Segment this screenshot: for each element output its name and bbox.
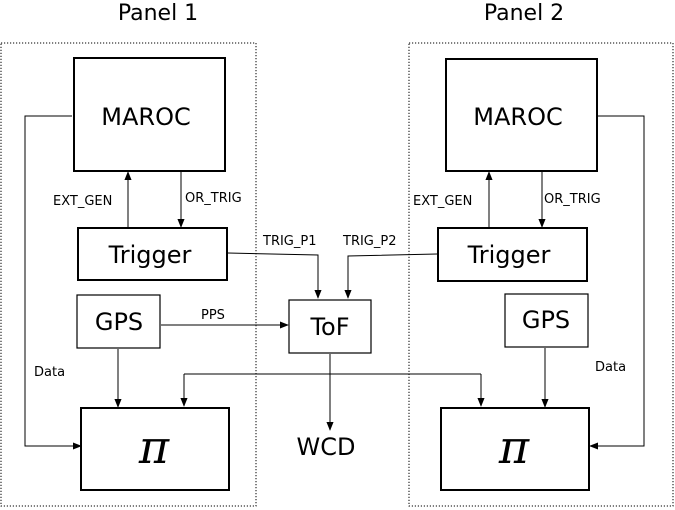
panel-2-pi-block: π (440, 407, 590, 491)
panel-1-gps-label: GPS (95, 308, 143, 336)
panel-2-trigger-label: Trigger (467, 241, 551, 269)
trig-p1-line (227, 252, 322, 299)
panel-1-trigger-block: Trigger (77, 227, 228, 281)
panel-2-ext-gen-label: EXT_GEN (413, 194, 472, 209)
panel-2-title: Panel 2 (484, 1, 564, 26)
trig-p2-label: TRIG_P2 (342, 234, 397, 249)
pps-label: PPS (201, 308, 225, 323)
tof-label: ToF (309, 313, 349, 341)
tof-block: ToF (288, 299, 372, 354)
panel-1-pi-symbol: π (138, 420, 170, 474)
panel-2-maroc-label: MAROC (473, 103, 562, 131)
panel-2-gps-label: GPS (522, 306, 570, 334)
panel-2-frame (408, 42, 674, 507)
panel-2-data-line (589, 115, 645, 450)
panel-1-frame (0, 42, 257, 507)
panel-1-trigger-label: Trigger (108, 241, 192, 269)
panel-1-data-label: Data (34, 365, 65, 380)
panel-2-or-trig-label: OR_TRIG (544, 192, 601, 207)
panel-2-trigger-block: Trigger (437, 227, 588, 282)
panel-1-title: Panel 1 (118, 1, 198, 26)
trig-p1-label: TRIG_P1 (262, 234, 317, 249)
panel-2-data-label: Data (595, 360, 626, 375)
panel-1-ext-gen-label: EXT_GEN (53, 194, 112, 209)
trig-p2-line (344, 253, 438, 299)
panel-1-gps-block: GPS (76, 294, 161, 349)
panel-1-maroc-block: MAROC (73, 57, 226, 172)
panel-1-or-trig-label: OR_TRIG (185, 191, 242, 206)
wcd-label: WCD (297, 433, 356, 461)
panel-2-gps-block: GPS (504, 293, 589, 348)
panel-1-data-line (24, 115, 82, 450)
panel-1-pi-block: π (80, 407, 230, 491)
panel-1-maroc-label: MAROC (101, 103, 190, 131)
panel-2-pi-symbol: π (498, 420, 530, 474)
panel-2-maroc-block: MAROC (445, 58, 598, 172)
